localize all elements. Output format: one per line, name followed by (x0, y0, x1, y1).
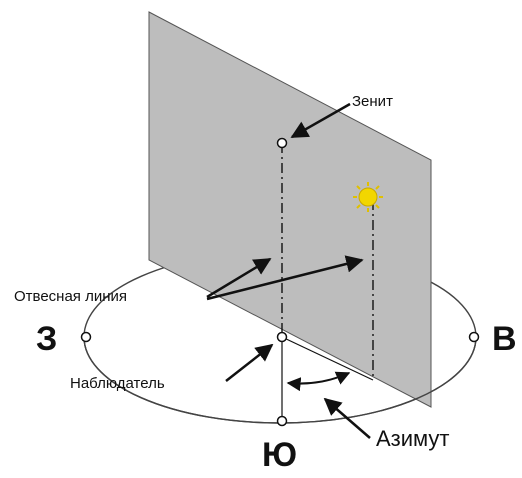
zenith-label: Зенит (352, 93, 393, 110)
sun-icon (353, 182, 383, 212)
azimuth-arc (286, 371, 351, 392)
east-label: В (492, 320, 517, 358)
west-label: З (36, 320, 58, 358)
sun-projection-line (281, 336, 374, 381)
west-point (80, 331, 92, 343)
vertical-plane (148, 11, 432, 408)
plumb-line-label: Отвесная линия (14, 288, 128, 305)
zenith-pointer (290, 102, 351, 139)
azimuth-pointer (323, 397, 371, 439)
observer-point (276, 331, 288, 343)
south-point (276, 415, 288, 427)
east-point (468, 331, 480, 343)
zenith-point (276, 137, 288, 149)
observer-pointer (225, 343, 274, 382)
azimuth-label: Азимут (376, 426, 450, 451)
observer-label: Наблюдатель (70, 375, 165, 392)
plumb-pointer-left (206, 257, 272, 299)
south-label: Ю (262, 436, 298, 474)
plumb-pointer-right (206, 255, 364, 301)
